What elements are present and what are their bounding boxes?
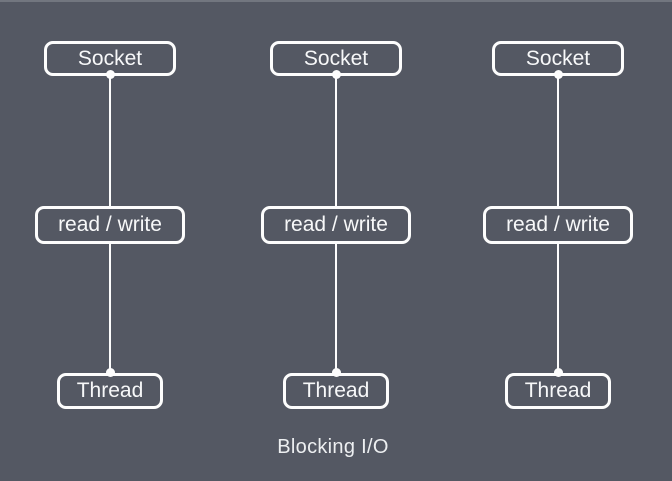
thread-node: Thread xyxy=(505,373,611,409)
thread-node: Thread xyxy=(57,373,163,409)
diagram-column-2: Socket read / write Thread xyxy=(261,0,411,481)
read-write-node: read / write xyxy=(35,206,185,244)
connector-endpoint-dot xyxy=(105,368,115,377)
diagram-column-3: Socket read / write Thread xyxy=(483,0,633,481)
read-write-node: read / write xyxy=(483,206,633,244)
connector-endpoint-dot xyxy=(331,368,341,377)
connector-endpoint-dot xyxy=(105,70,115,79)
diagram-column-1: Socket read / write Thread xyxy=(35,0,185,481)
thread-node: Thread xyxy=(283,373,389,409)
connector-endpoint-dot xyxy=(331,70,341,79)
connector-endpoint-dot xyxy=(553,368,563,377)
diagram-caption: Blocking I/O xyxy=(277,436,389,458)
read-write-node: read / write xyxy=(261,206,411,244)
connector-endpoint-dot xyxy=(553,70,563,79)
